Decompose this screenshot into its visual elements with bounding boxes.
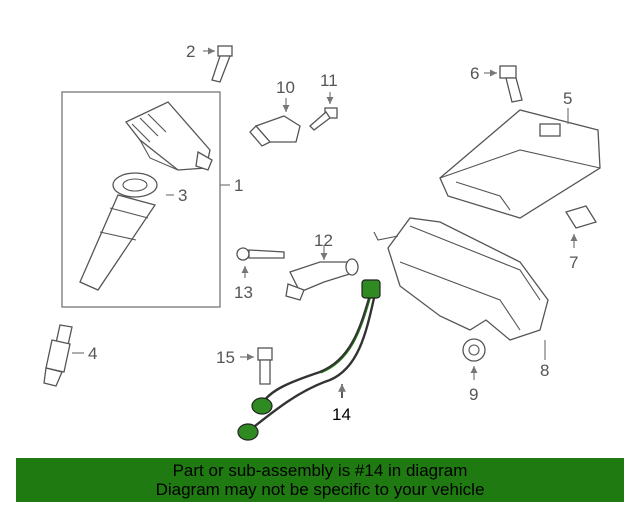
callout-14: 14 <box>332 405 351 424</box>
ignition-coil-assembly <box>61 91 230 308</box>
ecm-5 <box>439 108 601 219</box>
callout-11: 11 <box>320 71 338 90</box>
callout-9: 9 <box>469 385 478 404</box>
spark-plug-4 <box>43 324 84 387</box>
notice-line-2: Diagram may not be specific to your vehi… <box>155 480 485 499</box>
callout-5: 5 <box>563 89 572 108</box>
parts-diagram: 1 2 3 4 5 6 7 8 9 10 11 12 13 14 15 <box>43 42 601 441</box>
bolt-2 <box>203 45 233 83</box>
callout-4: 4 <box>88 344 97 363</box>
callout-15: 15 <box>216 348 235 367</box>
callout-13: 13 <box>234 283 253 302</box>
notice-line-1: Part or sub-assembly is #14 in diagram <box>172 461 468 480</box>
callout-6: 6 <box>470 64 479 83</box>
callout-1: 1 <box>234 176 243 195</box>
nut-9 <box>462 338 486 380</box>
callout-3: 3 <box>178 186 187 205</box>
bolt-11 <box>309 92 338 131</box>
bracket-8 <box>373 217 549 360</box>
callout-10: 10 <box>276 78 295 97</box>
bolt-6 <box>484 65 523 103</box>
sensor-12 <box>285 245 359 301</box>
knock-sensor-harness-14 <box>237 279 381 441</box>
callout-8: 8 <box>540 361 549 380</box>
callout-7: 7 <box>569 253 578 272</box>
callout-12: 12 <box>314 231 333 250</box>
diagram-notice-banner: Part or sub-assembly is #14 in diagram D… <box>16 458 624 502</box>
sensor-10 <box>249 98 301 147</box>
bolt-13 <box>236 247 285 278</box>
clip-7 <box>564 205 598 248</box>
callout-2: 2 <box>186 42 195 61</box>
bolt-15 <box>240 347 273 385</box>
